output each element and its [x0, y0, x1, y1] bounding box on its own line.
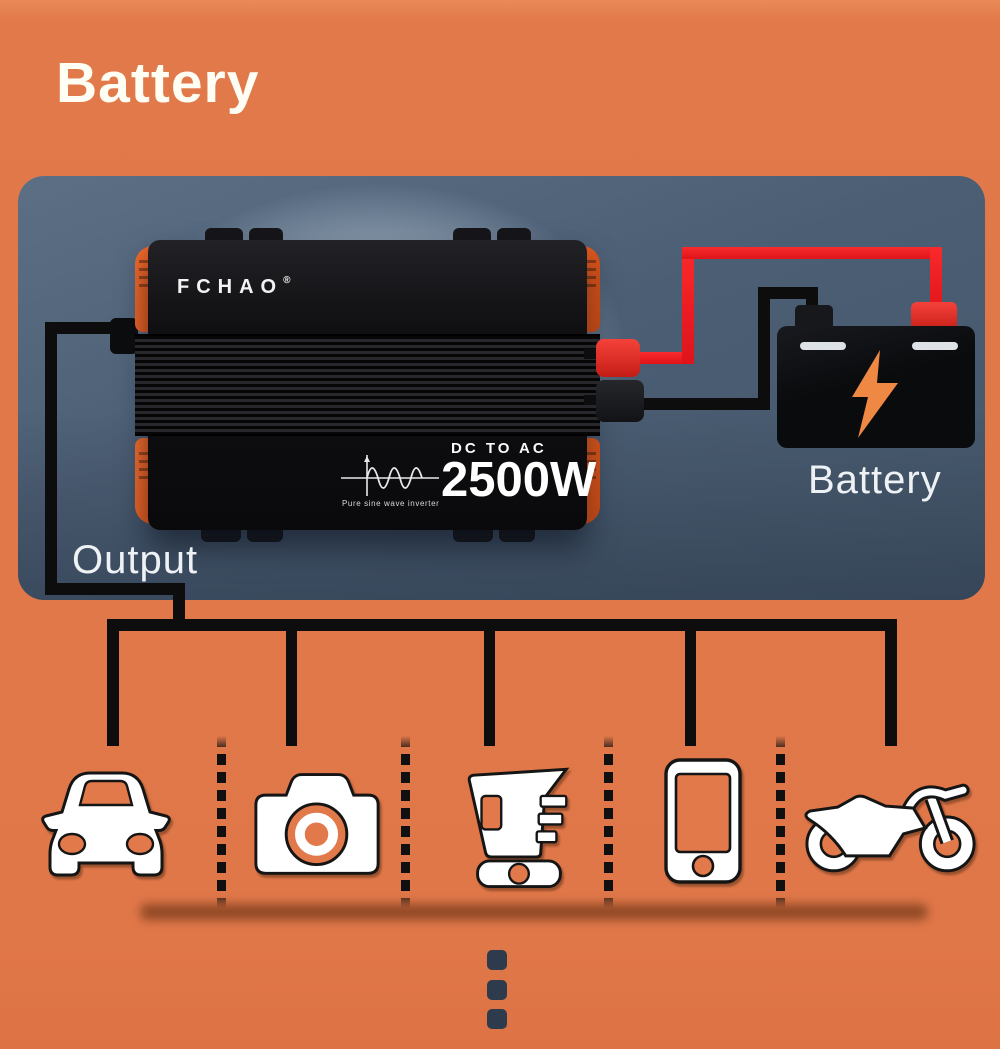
output-label: Output [72, 538, 199, 582]
page-title: Battery [56, 51, 260, 115]
red-cable-seg4 [930, 247, 942, 317]
bus-drop-phone [685, 625, 696, 746]
battery-vent-right [912, 342, 958, 350]
clamp-stub-black [584, 395, 600, 405]
inverter-foot [499, 528, 535, 542]
red-cable-seg2 [682, 247, 694, 364]
black-battery-clamp [596, 380, 644, 422]
dashed-divider [401, 736, 410, 908]
dashed-divider [776, 736, 785, 908]
inverter-heatsink-fins [135, 334, 600, 436]
more-dot [487, 980, 507, 1000]
camera-icon [254, 773, 380, 875]
black-cable-seg1 [640, 398, 770, 410]
brand-logo: FCHAO® [177, 275, 291, 299]
dashed-divider [604, 736, 613, 908]
battery-label: Battery [808, 458, 942, 502]
power-rating: 2500W [441, 453, 597, 507]
inverter-top-tab [205, 228, 243, 242]
output-wire-horizontal [45, 583, 185, 595]
lightning-bolt-icon [852, 350, 898, 438]
red-cable-seg1 [634, 352, 694, 364]
battery-terminal-positive [911, 302, 957, 330]
distribution-bus [107, 619, 897, 631]
trademark-icon: ® [283, 275, 291, 287]
red-battery-clamp [596, 339, 640, 377]
sine-wave-icon [341, 455, 439, 496]
bus-drop-motorcycle [885, 619, 897, 746]
black-cable-seg3 [758, 287, 818, 299]
dashed-divider [217, 736, 226, 908]
inverter-left-socket [110, 318, 138, 354]
smartphone-icon [664, 758, 742, 884]
red-cable-seg3 [682, 247, 942, 259]
brand-text: FCHAO [177, 276, 284, 298]
output-wire-feeder [173, 583, 185, 630]
inverter-foot [201, 528, 241, 542]
car-icon [41, 771, 171, 877]
more-dot [487, 950, 507, 970]
bus-drop-car [107, 619, 119, 746]
inverter-top-tab [453, 228, 491, 242]
tagline-text: Pure sine wave inverter [342, 499, 440, 508]
black-cable-seg2 [758, 287, 770, 410]
mode-text: DC TO AC [451, 440, 547, 457]
motorcycle-icon [804, 783, 976, 873]
clamp-stub-red [584, 349, 600, 359]
output-wire-vertical [45, 322, 57, 595]
battery-vent-left [800, 342, 846, 350]
bus-drop-camera [286, 625, 297, 746]
inverter-device: FCHAO® DC TO AC 2500W Pure sine wave inv… [135, 228, 600, 542]
bus-drop-blender [484, 625, 495, 746]
row-shadow [140, 904, 928, 920]
blender-icon [467, 767, 570, 889]
inverter-foot [247, 528, 283, 542]
inverter-top-tab [497, 228, 531, 242]
inverter-foot [453, 528, 493, 542]
inverter-top-tab [249, 228, 283, 242]
more-dot [487, 1009, 507, 1029]
